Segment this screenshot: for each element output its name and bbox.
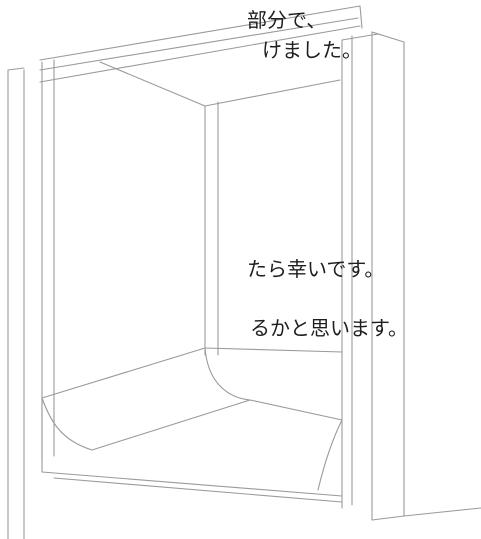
caption-line-4: るかと思います。: [250, 316, 408, 340]
seat-frame: [41, 347, 343, 503]
back-left-post: [41, 59, 55, 461]
front-right-post: [371, 31, 481, 521]
caption-line-3: たら幸いです。: [247, 257, 385, 281]
canopy-inner: [99, 61, 341, 356]
front-left-post: [7, 67, 25, 539]
caption-line-1: 部分で、: [247, 8, 327, 32]
caption-line-2: けました。: [262, 38, 362, 62]
top-rail: [39, 5, 363, 83]
